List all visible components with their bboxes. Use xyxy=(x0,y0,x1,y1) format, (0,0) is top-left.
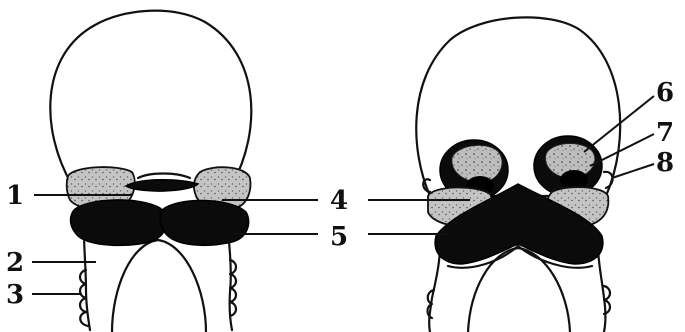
label-2: 2 xyxy=(6,248,24,278)
right-body-outline-left xyxy=(429,246,440,332)
label-1: 1 xyxy=(6,181,24,211)
leader-8 xyxy=(612,164,654,178)
label-4: 4 xyxy=(330,186,348,216)
left-head-outline xyxy=(50,11,251,185)
right-body-outline-right xyxy=(598,246,606,332)
label-6: 6 xyxy=(656,78,674,108)
left-dark-mass-left xyxy=(71,200,167,245)
label-5: 5 xyxy=(330,222,348,252)
left-body-outline xyxy=(84,232,90,330)
label-3: 3 xyxy=(6,280,24,310)
left-inner-arch xyxy=(112,240,206,332)
right-inner-arch xyxy=(468,248,570,332)
right-embryo xyxy=(416,17,620,332)
left-embryo xyxy=(50,11,251,332)
left-center-dark-bar xyxy=(126,180,198,191)
left-dark-mass-right xyxy=(160,200,249,245)
label-7: 7 xyxy=(656,118,674,148)
label-8: 8 xyxy=(656,148,674,178)
